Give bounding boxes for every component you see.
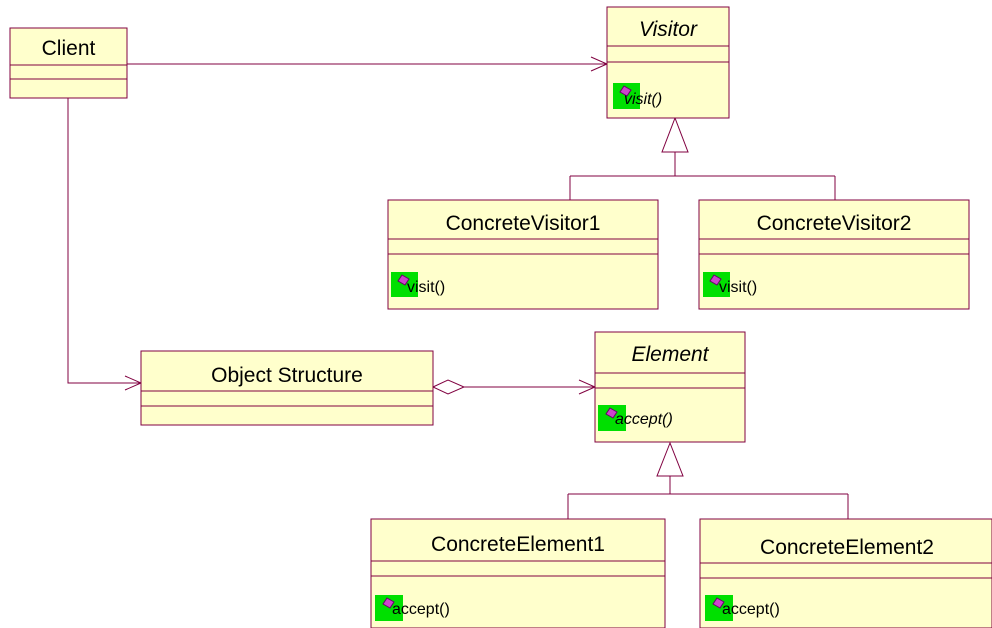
operation-label: visit() — [719, 279, 757, 296]
class-name: ConcreteVisitor2 — [757, 212, 912, 235]
operation-label: visit() — [407, 279, 445, 296]
class-visitor[interactable]: Visitor visit() — [606, 6, 730, 119]
operation-icon — [703, 272, 730, 297]
class-concrete-visitor-1[interactable]: ConcreteVisitor1 visit() — [387, 199, 659, 310]
visitor-generalization-lines — [569, 152, 836, 200]
class-name: Client — [42, 37, 96, 60]
operation-icon — [613, 83, 640, 109]
class-element[interactable]: Element accept() — [594, 331, 746, 443]
class-client-box — [9, 27, 128, 99]
operation-icon — [375, 595, 403, 621]
class-name: ConcreteVisitor1 — [446, 212, 601, 235]
class-concrete-element-1[interactable]: ConcreteElement1 accept() — [370, 518, 666, 628]
class-client[interactable]: Client — [9, 27, 128, 99]
operation-label: accept() — [615, 411, 673, 428]
class-concrete-element-1-box — [370, 518, 666, 628]
visitor-generalization-triangle — [661, 116, 689, 153]
operation-icon — [598, 405, 626, 431]
operation-label: accept() — [392, 601, 450, 618]
class-concrete-element-2-box — [699, 518, 992, 628]
element-generalization-triangle — [656, 441, 684, 477]
connectors — [67, 56, 849, 519]
operation-label: visit() — [624, 91, 662, 108]
class-name: ConcreteElement2 — [760, 536, 934, 559]
class-object-structure[interactable]: Object Structure — [140, 350, 434, 426]
class-name: Element — [631, 343, 709, 366]
client-objectstructure-association — [67, 98, 141, 384]
operation-label: accept() — [722, 601, 780, 618]
class-name: Visitor — [639, 18, 698, 41]
class-name: ConcreteElement1 — [431, 533, 605, 556]
class-object-structure-box — [140, 350, 434, 426]
class-name: Object Structure — [211, 364, 363, 387]
class-concrete-element-2[interactable]: ConcreteElement2 accept() — [699, 518, 992, 628]
aggregation-diamond — [431, 379, 466, 395]
class-concrete-visitor-2[interactable]: ConcreteVisitor2 visit() — [698, 199, 970, 310]
operation-icon — [391, 272, 418, 297]
element-generalization-lines — [567, 476, 849, 519]
operation-icon — [705, 595, 733, 621]
